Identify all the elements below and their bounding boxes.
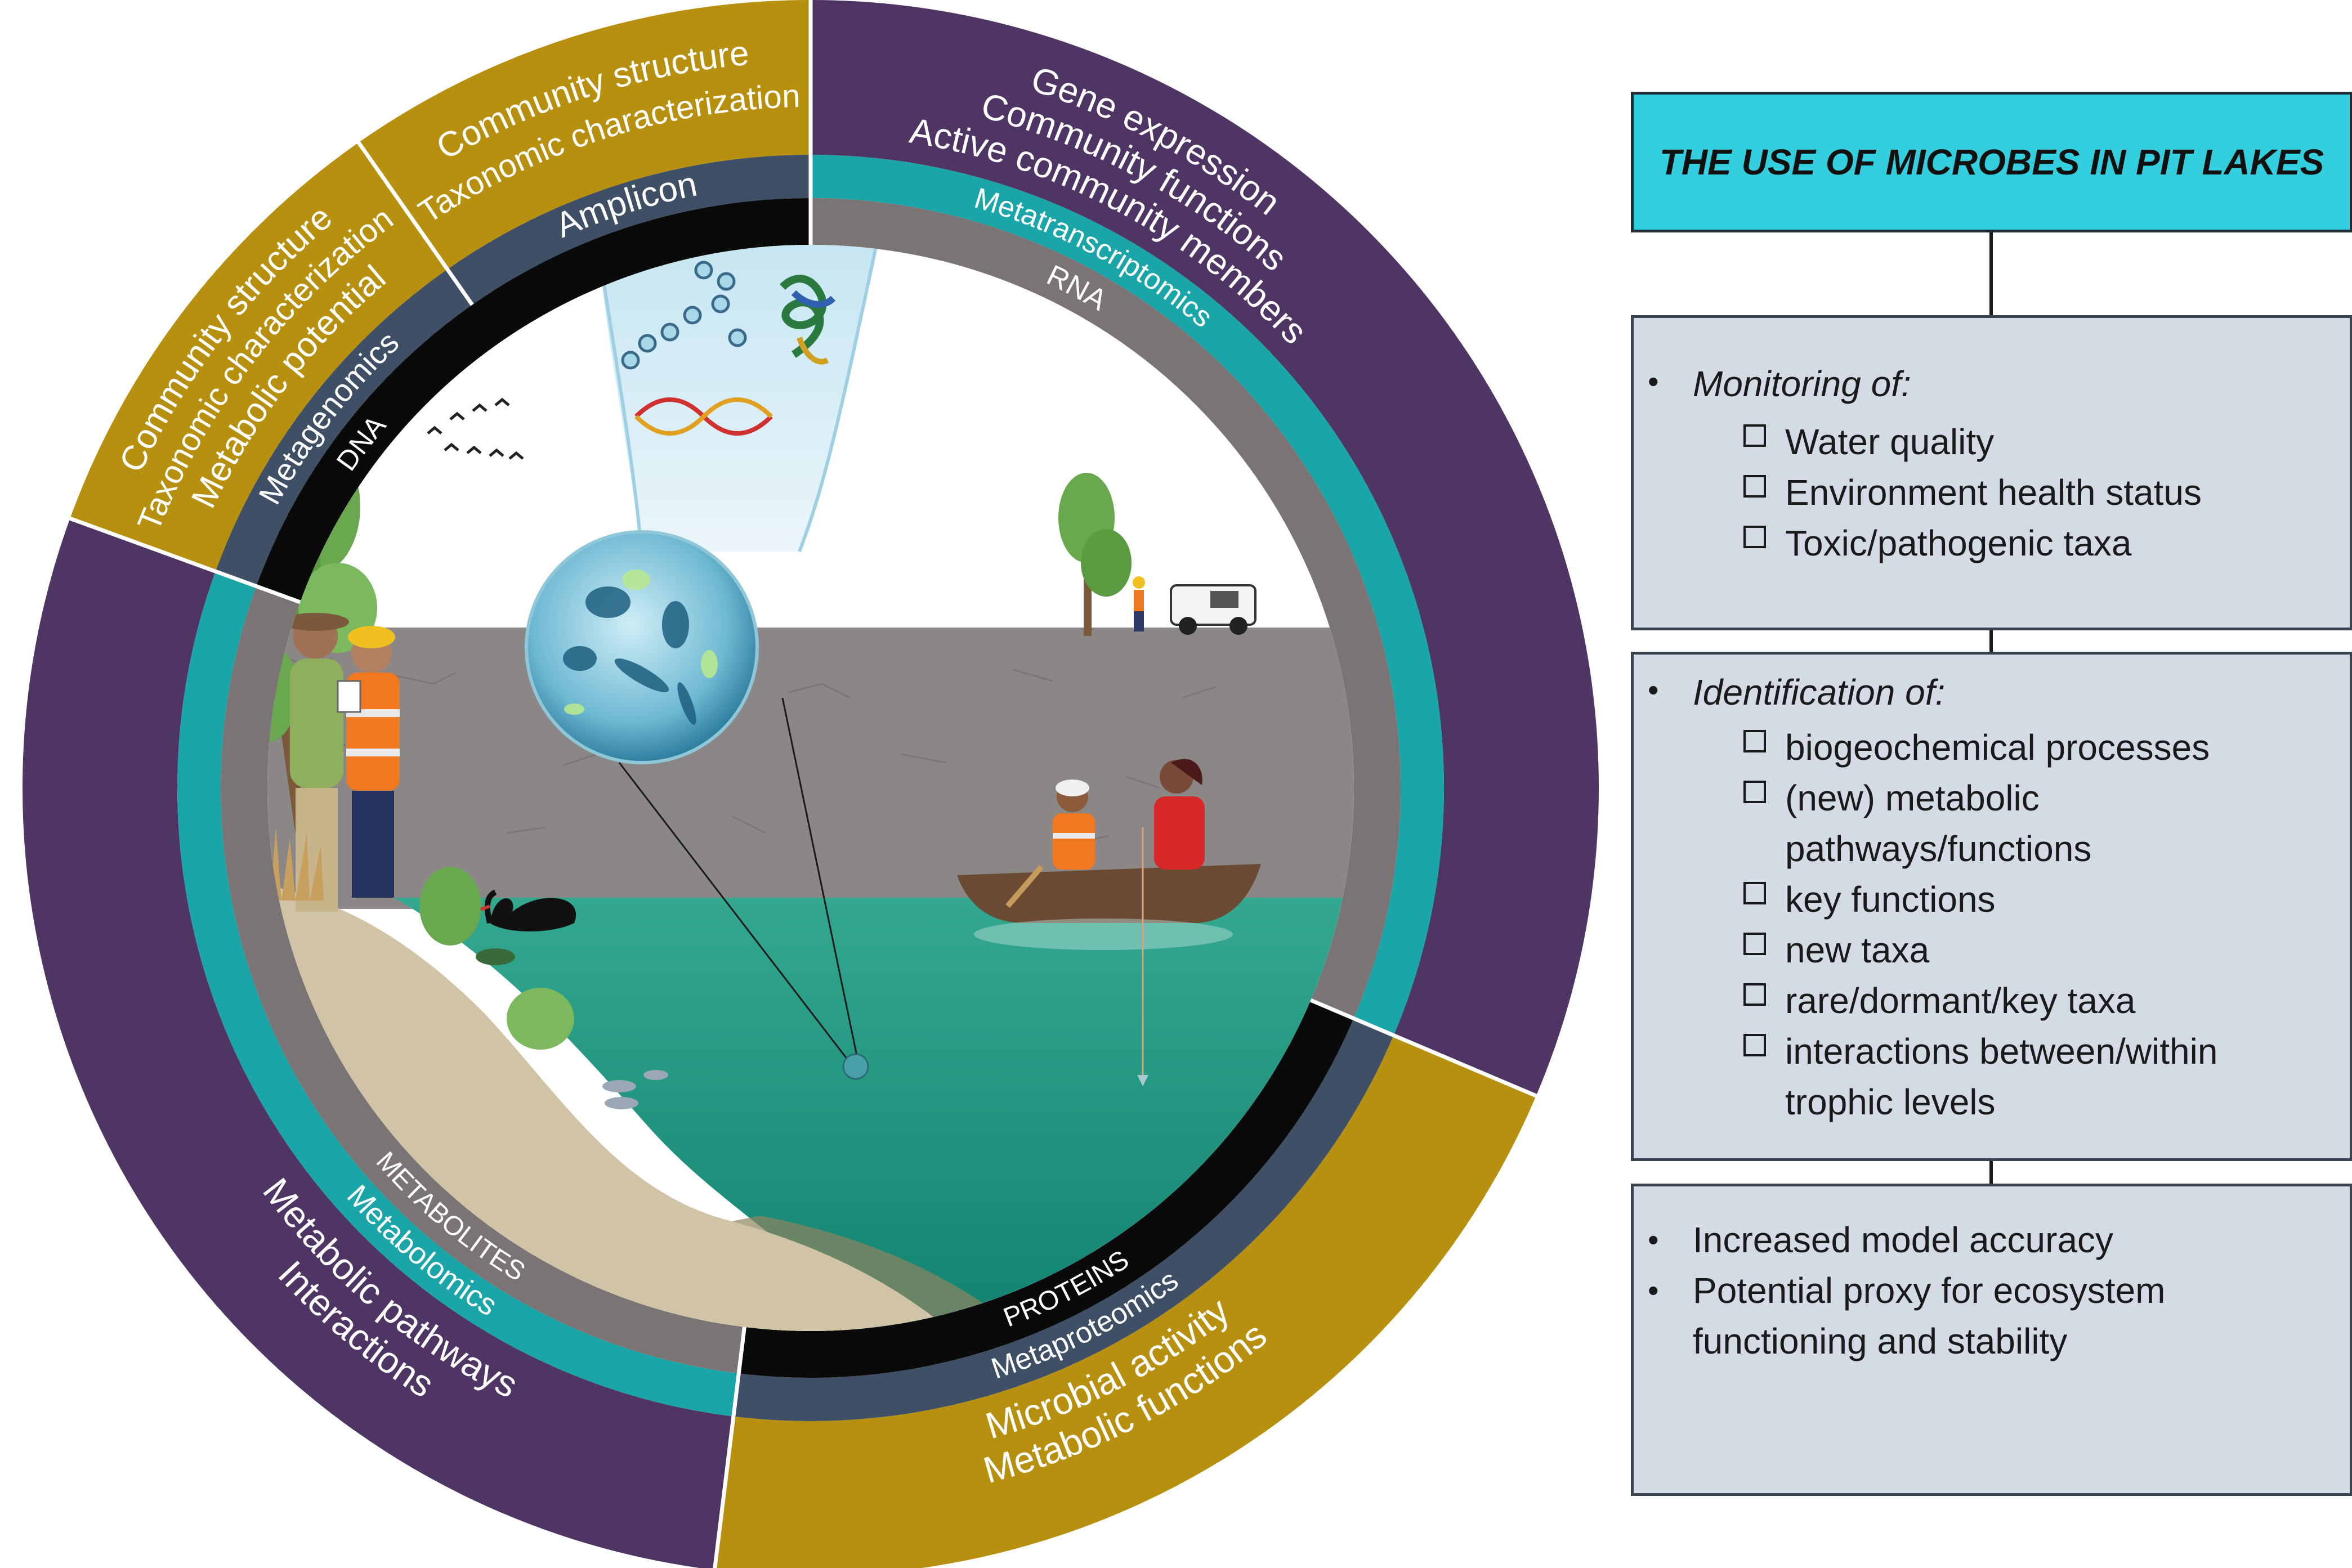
divider-bottom	[713, 1327, 746, 1568]
checklist-item: interactions between/within trophic leve…	[1743, 1026, 2217, 1127]
checklist-line: (new) metabolic	[1785, 778, 2040, 818]
tree-right	[1058, 473, 1132, 636]
checklist-item: key functions	[1743, 874, 1996, 925]
checkbox-icon	[1743, 781, 1766, 803]
method-segment-top-left	[215, 269, 472, 586]
bullet: •	[1648, 364, 1659, 399]
connector-2	[1989, 630, 1993, 652]
panel-title-box: THE USE OF MICROBES IN PIT LAKES	[1631, 92, 2352, 232]
panel-title: THE USE OF MICROBES IN PIT LAKES	[1659, 142, 2324, 182]
checklist-item-text: biogeochemical processes	[1785, 727, 2210, 768]
bullet: •	[1648, 1222, 1659, 1257]
grass-bushes	[270, 827, 574, 1050]
checklist-line: trophic levels	[1785, 1082, 1996, 1122]
molecule-segment-proteins	[739, 1000, 1354, 1378]
outcome-line: Potential proxy for ecosystem	[1693, 1270, 2166, 1311]
boat	[957, 759, 1261, 1086]
connector-1	[1989, 232, 1993, 315]
checklist-item-text: key functions	[1785, 879, 1996, 920]
outer-segment-bottom-right	[714, 1035, 1536, 1568]
checklist-line: pathways/functions	[1785, 828, 2092, 869]
monitoring-heading-row: • Monitoring of:	[1648, 363, 1911, 405]
pit-lake-scene	[267, 245, 1354, 1331]
swan	[480, 889, 576, 931]
checklist-item: Water quality	[1743, 416, 1994, 467]
method-segment-bottom-right	[733, 1018, 1394, 1422]
birds	[427, 397, 524, 460]
molecule-segment-metabolites	[220, 586, 745, 1374]
outcome-text: Potential proxy for ecosystem functionin…	[1693, 1265, 2165, 1367]
monitoring-box: • Monitoring of: Water quality Environme…	[1631, 315, 2352, 630]
method-segment-right	[811, 155, 1444, 1036]
checklist-item: rare/dormant/key taxa	[1743, 975, 2136, 1026]
checklist-item-text: (new) metabolic pathways/functions	[1785, 773, 2091, 874]
checklist-item: biogeochemical processes	[1743, 722, 2210, 773]
method-segment-top	[447, 155, 811, 305]
molecule-segment-dna	[256, 198, 811, 602]
identification-heading-row: • Identification of:	[1648, 671, 1945, 713]
outer-segment-top	[358, 0, 811, 270]
checklist-item-text: Water quality	[1785, 422, 1995, 462]
sampling-cone	[595, 245, 880, 553]
checkbox-icon	[1743, 983, 1766, 1006]
checkbox-icon	[1743, 424, 1766, 447]
dna-helix	[634, 397, 773, 436]
checkbox-icon	[1743, 730, 1766, 752]
fish	[602, 1070, 668, 1109]
bullet: •	[1648, 672, 1659, 707]
checklist-item-text: Toxic/pathogenic taxa	[1785, 523, 2132, 563]
identification-heading: Identification of:	[1693, 672, 1946, 713]
checklist-item-text: Environment health status	[1785, 472, 2202, 513]
checklist-item: Environment health status	[1743, 467, 2202, 518]
identification-box: • Identification of: biogeochemical proc…	[1631, 652, 2352, 1161]
ring-segments	[23, 0, 1599, 1568]
checklist-item: new taxa	[1743, 925, 1929, 975]
divider-right-bottom	[1309, 998, 1537, 1098]
protein-structure	[780, 275, 836, 365]
divider-dna-top	[357, 141, 474, 306]
outer-segment-top-left	[70, 142, 448, 572]
checklist-line: interactions between/within	[1785, 1031, 2218, 1072]
microbe-bubble	[525, 530, 869, 1080]
divider-left	[69, 516, 301, 604]
checklist-item-text: new taxa	[1785, 930, 1930, 970]
outer-segment-right	[811, 0, 1599, 1096]
outcome-text: Increased model accuracy	[1693, 1220, 2114, 1260]
monitoring-heading: Monitoring of:	[1693, 364, 1911, 404]
turtle	[476, 948, 515, 965]
checklist-item: Toxic/pathogenic taxa	[1743, 518, 2132, 568]
checkbox-icon	[1743, 933, 1766, 955]
checkbox-icon	[1743, 526, 1766, 548]
checkbox-icon	[1743, 1034, 1766, 1056]
checkbox-icon	[1743, 475, 1766, 498]
outcome-line: functioning and stability	[1693, 1321, 2068, 1361]
checklist-item-text: rare/dormant/key taxa	[1785, 980, 2136, 1021]
checkbox-icon	[1743, 882, 1766, 904]
molecule-segment-rna	[811, 198, 1401, 1019]
checklist-item-text: interactions between/within trophic leve…	[1785, 1026, 2217, 1127]
outer-segment-bottom-left	[23, 518, 734, 1568]
checklist-item: (new) metabolic pathways/functions	[1743, 773, 2091, 874]
method-segment-bottom-left	[177, 571, 739, 1417]
outcome-item: • Increased model accuracy	[1648, 1215, 2113, 1265]
outcome-item: • Potential proxy for ecosystem function…	[1648, 1265, 2165, 1367]
worker-far	[1133, 576, 1145, 631]
connector-3	[1989, 1161, 1993, 1184]
truck	[1170, 584, 1257, 635]
outcomes-box: • Increased model accuracy • Potential p…	[1631, 1184, 2352, 1496]
bullet: •	[1648, 1273, 1659, 1308]
